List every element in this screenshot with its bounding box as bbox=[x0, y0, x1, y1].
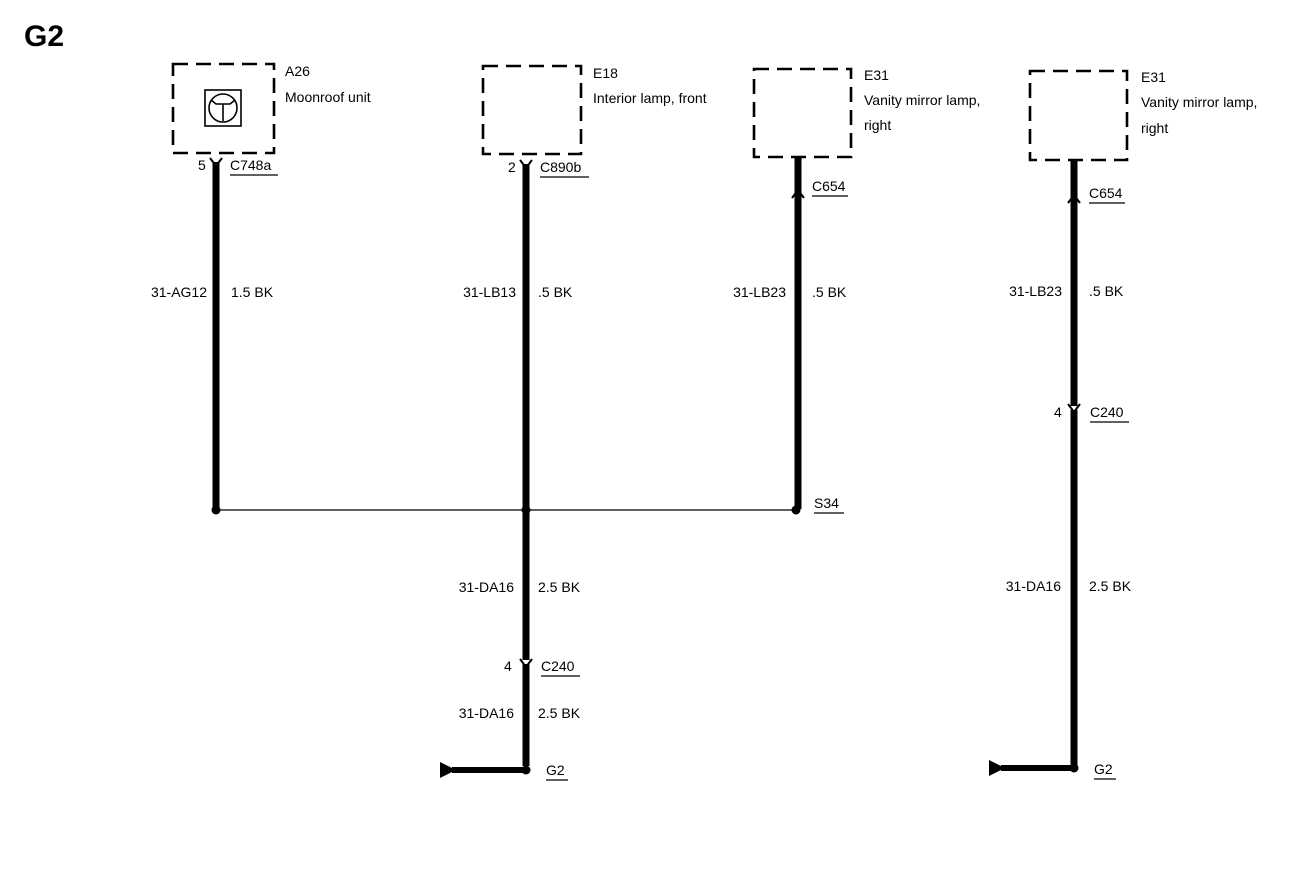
connector-c240-center-pin: 4 bbox=[504, 658, 512, 674]
wire-31-da16-lower-circuit: 31-DA16 bbox=[459, 705, 514, 721]
connector-c240-center[interactable]: 4 C240 bbox=[504, 658, 580, 677]
wire-31-da16-right-circuit: 31-DA16 bbox=[1006, 578, 1061, 594]
component-e31-second[interactable]: E31 Vanity mirror lamp, right bbox=[1028, 69, 1257, 162]
component-e31-first-name-line1: Vanity mirror lamp, bbox=[864, 92, 980, 108]
ground-symbol-icon bbox=[440, 762, 456, 778]
ground-g2-right-node bbox=[1069, 763, 1079, 773]
ground-g2-center-label: G2 bbox=[546, 762, 565, 778]
wire-31-ag12-spec: 1.5 BK bbox=[231, 284, 274, 300]
connector-c240-right-label: C240 bbox=[1090, 404, 1124, 420]
wire-31-da16-upper-spec: 2.5 BK bbox=[538, 579, 581, 595]
component-e18-box bbox=[481, 64, 583, 156]
ground-symbol-icon bbox=[989, 760, 1005, 776]
moonroof-motor-icon bbox=[204, 89, 242, 127]
component-a26-name: Moonroof unit bbox=[285, 89, 371, 105]
connector-c240-right-pin: 4 bbox=[1054, 404, 1062, 420]
component-a26[interactable]: A26 Moonroof unit bbox=[171, 62, 371, 155]
wire-31-da16-upper-circuit: 31-DA16 bbox=[459, 579, 514, 595]
wire-31-lb23-second-spec: .5 BK bbox=[1089, 283, 1124, 299]
connector-c240-center-label: C240 bbox=[541, 658, 575, 674]
component-e31-second-id: E31 bbox=[1141, 69, 1166, 85]
connector-c654-second[interactable]: C654 bbox=[1067, 185, 1125, 204]
ground-g2-center[interactable]: G2 bbox=[440, 762, 568, 781]
component-e31-second-box bbox=[1028, 69, 1129, 162]
connector-c654-second-label: C654 bbox=[1089, 185, 1123, 201]
wire-31-lb23-first-spec: .5 BK bbox=[812, 284, 847, 300]
component-e31-first-box bbox=[752, 67, 853, 159]
connector-c890b[interactable]: 2 C890b bbox=[508, 159, 589, 178]
wire-31-lb23-second-circuit: 31-LB23 bbox=[1009, 283, 1062, 299]
component-e18-id: E18 bbox=[593, 65, 618, 81]
wire-31-lb23-first-circuit: 31-LB23 bbox=[733, 284, 786, 300]
connector-c748a[interactable]: 5 C748a bbox=[198, 157, 278, 176]
component-e31-second-name-line2: right bbox=[1141, 120, 1168, 136]
component-e31-first[interactable]: E31 Vanity mirror lamp, right bbox=[752, 67, 980, 159]
connector-c240-right[interactable]: 4 C240 bbox=[1054, 403, 1129, 423]
ground-g2-center-node bbox=[521, 765, 531, 775]
component-a26-box bbox=[171, 62, 276, 155]
connector-c748a-label: C748a bbox=[230, 157, 271, 173]
wire-31-lb13-spec: .5 BK bbox=[538, 284, 573, 300]
connector-c890b-label: C890b bbox=[540, 159, 581, 175]
wire-31-da16-right-spec: 2.5 BK bbox=[1089, 578, 1132, 594]
component-e31-first-name-line2: right bbox=[864, 117, 891, 133]
wire-31-da16-lower-spec: 2.5 BK bbox=[538, 705, 581, 721]
connector-c654-first[interactable]: C654 bbox=[791, 178, 848, 199]
wire-31-lb13-circuit: 31-LB13 bbox=[463, 284, 516, 300]
component-e31-second-name-line1: Vanity mirror lamp, bbox=[1141, 94, 1257, 110]
ground-g2-right[interactable]: G2 bbox=[989, 760, 1116, 780]
splice-s34-label: S34 bbox=[814, 495, 839, 511]
page-title: G2 bbox=[24, 20, 64, 53]
component-e18-name: Interior lamp, front bbox=[593, 90, 707, 106]
component-e31-first-id: E31 bbox=[864, 67, 889, 83]
splice-node-left bbox=[211, 505, 221, 515]
splice-s34[interactable]: S34 bbox=[211, 495, 845, 515]
ground-g2-right-label: G2 bbox=[1094, 761, 1113, 777]
wire-31-ag12-circuit: 31-AG12 bbox=[151, 284, 207, 300]
splice-node-right bbox=[791, 505, 801, 515]
connector-c748a-pin: 5 bbox=[198, 157, 206, 173]
component-e18[interactable]: E18 Interior lamp, front bbox=[481, 64, 707, 156]
connector-c654-first-label: C654 bbox=[812, 178, 846, 194]
connector-c890b-pin: 2 bbox=[508, 159, 516, 175]
component-a26-id: A26 bbox=[285, 63, 310, 79]
